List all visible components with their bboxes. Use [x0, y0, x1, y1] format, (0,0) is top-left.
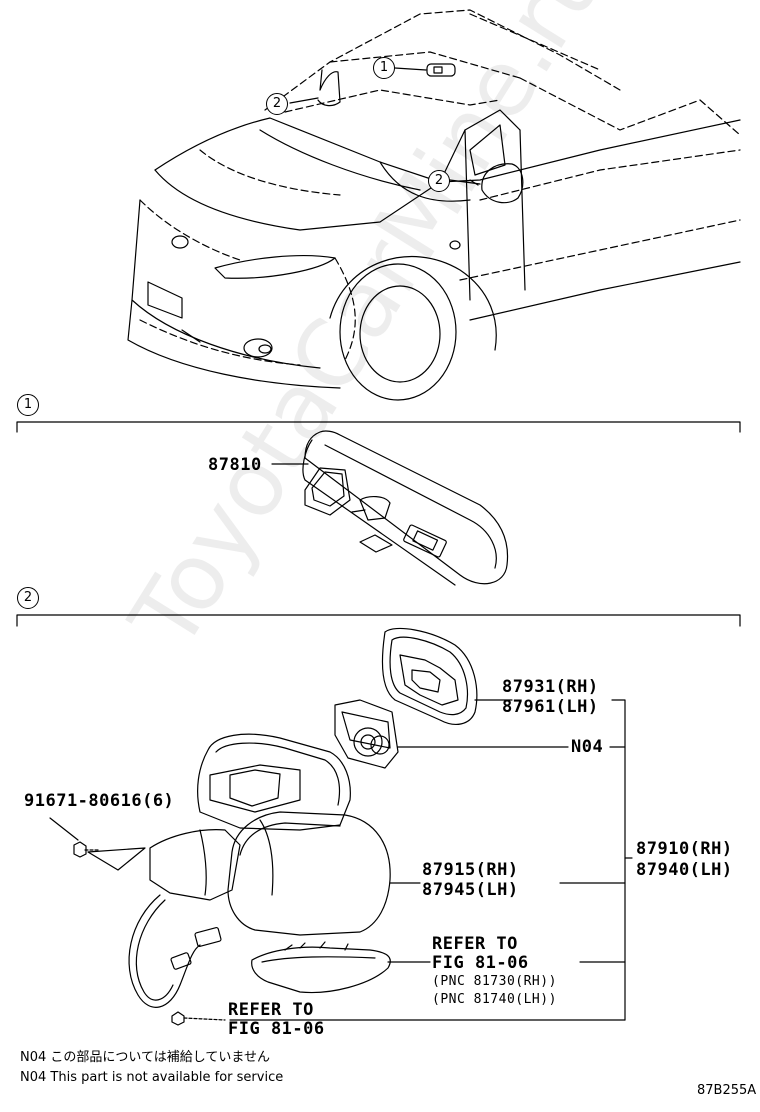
callout-outer-mirror-left: 2: [266, 93, 288, 115]
note-english: N04 This part is not available for servi…: [20, 1070, 284, 1085]
part-label-bolt[interactable]: 91671-80616(6): [24, 791, 175, 811]
ref-turn-lamp-line2[interactable]: FIG 81-06: [432, 953, 529, 973]
section-index-2: 2: [17, 587, 39, 609]
ref-pnc-lh: (PNC 81740(LH)): [432, 992, 557, 1007]
car-illustration: [127, 9, 741, 401]
callout-inner-mirror: 1: [373, 57, 395, 79]
leader-lines: [49, 699, 633, 1021]
mirror-housing: [197, 733, 351, 831]
screw: [171, 1011, 185, 1026]
section-index-1: 1: [17, 394, 39, 416]
callout-outer-mirror-right: 2: [428, 170, 450, 192]
ref-pnc-rh: (PNC 81730(RH)): [432, 974, 557, 989]
section-2-bracket: [16, 614, 741, 627]
ref-screw-line2[interactable]: FIG 81-06: [228, 1019, 325, 1039]
turn-lamp: [251, 946, 391, 994]
inner-mirror-drawing: [271, 430, 509, 586]
mirror-glass: [381, 627, 478, 726]
section-1-bracket: [16, 421, 741, 433]
mirror-motor: [334, 699, 399, 769]
part-label-assy-rh[interactable]: 87910(RH): [636, 839, 733, 859]
part-label-glass-rh[interactable]: 87931(RH): [502, 677, 599, 697]
part-label-assy-lh[interactable]: 87940(LH): [636, 860, 733, 880]
figure-id: 87B255A: [697, 1083, 757, 1098]
part-label-cover-rh[interactable]: 87915(RH): [422, 860, 519, 880]
ref-turn-lamp-line1[interactable]: REFER TO: [432, 934, 518, 954]
part-label-inner-mirror[interactable]: 87810: [208, 455, 262, 475]
part-label-glass-lh[interactable]: 87961(LH): [502, 697, 599, 717]
note-japanese: N04 この部品については補給していません: [20, 1050, 270, 1065]
part-label-cover-lh[interactable]: 87945(LH): [422, 880, 519, 900]
part-label-motor[interactable]: N04: [571, 737, 604, 757]
ref-screw-line1[interactable]: REFER TO: [228, 1000, 314, 1020]
outer-mirror-drawing: [73, 627, 478, 1026]
wire-harness: [128, 894, 201, 1008]
mirror-cover: [227, 811, 391, 936]
bolt: [73, 841, 87, 858]
